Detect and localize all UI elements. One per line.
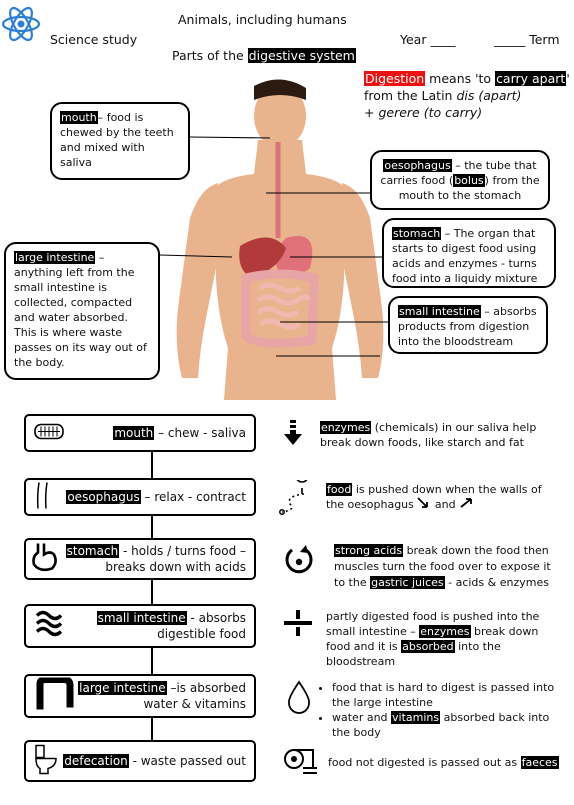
- flow-step-oesophagus: oesophagus – relax - contract: [24, 478, 256, 516]
- flow-step-mouth: mouth – chew - saliva: [24, 414, 256, 452]
- rotate-icon: [284, 544, 314, 580]
- teeth-icon: [34, 423, 64, 444]
- subject-label: Science study: [50, 32, 138, 47]
- tube-icon: [34, 482, 52, 513]
- stomach-description: strong acids break down the food then mu…: [334, 544, 551, 589]
- mouth-callout: mouth– food is chewed by the teeth and m…: [50, 102, 190, 180]
- pushing-path-icon: [278, 469, 318, 520]
- enzymes-description: enzymes (chemicals) in our saliva help b…: [320, 421, 537, 449]
- human-body-illustration: [160, 78, 400, 404]
- small-intestine-callout: small intestine – absorbs products from …: [388, 296, 548, 354]
- small-intestine-icon: [34, 610, 64, 643]
- toilet-icon: [34, 744, 58, 778]
- large-intestine-description: food that is hard to digest is passed in…: [318, 680, 562, 740]
- year-field[interactable]: Year ____: [400, 32, 456, 47]
- flow-connector: [151, 430, 153, 770]
- large-intestine-callout: large intestine – anything left from the…: [4, 242, 160, 380]
- oesophagus-callout: oesophagus – the tube that carries food …: [370, 150, 550, 210]
- small-intestine-description: partly digested food is pushed into the …: [326, 610, 540, 668]
- water-drop-icon: [286, 680, 312, 718]
- atom-logo-icon: [1, 4, 41, 48]
- stomach-icon: [30, 543, 58, 576]
- callout-leader-lines: [159, 136, 388, 357]
- divide-icon: [284, 610, 312, 640]
- bullet-water-vitamins: water and vitamins absorbed back into th…: [332, 710, 562, 740]
- expand-arrows-icon: [459, 497, 473, 513]
- squeeze-arrows-icon: [417, 497, 431, 513]
- definition-text: Digestion means 'to carry apart' from th…: [364, 71, 570, 120]
- unit-title: Animals, including humans: [178, 12, 347, 27]
- topic-title: Parts of the digestive system: [172, 48, 356, 63]
- flow-step-stomach: stomach - holds / turns food –breaks dow…: [24, 538, 256, 580]
- term-field[interactable]: _____ Term: [494, 32, 560, 47]
- bullet-hard-to-digest: food that is hard to digest is passed in…: [332, 680, 562, 710]
- toilet-paper-icon: [283, 746, 319, 780]
- downward-arrow-icon: [283, 420, 303, 450]
- defecation-description: food not digested is passed out as faece…: [328, 756, 559, 769]
- stomach-callout: stomach – The organ that starts to diges…: [382, 218, 556, 288]
- flow-step-defecation: defecation - waste passed out: [24, 740, 256, 782]
- oesophagus-description: food is pushed down when the walls of th…: [326, 483, 542, 513]
- large-intestine-icon: [34, 676, 74, 715]
